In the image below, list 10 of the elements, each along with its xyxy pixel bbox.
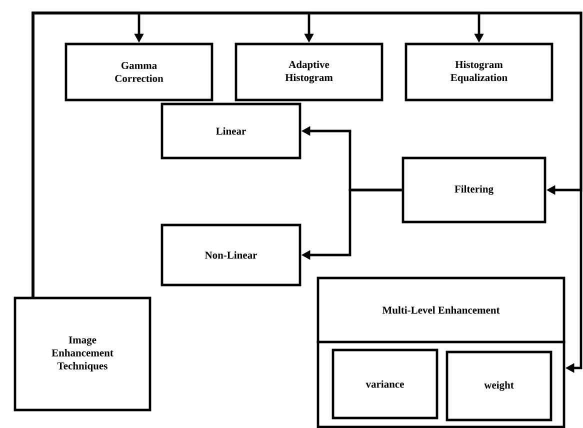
process-box: Gamma Correction: [64, 42, 214, 102]
arrow: [32, 12, 582, 373]
process-box: Image Enhancement Techniques: [14, 296, 152, 412]
process-box: weight: [446, 350, 552, 422]
process-box: Adaptive Histogram: [234, 42, 384, 102]
process-box: Histogram Equalization: [404, 42, 554, 102]
process-box: variance: [332, 348, 438, 420]
process-box: Filtering: [402, 156, 546, 224]
process-box: Linear: [160, 102, 302, 160]
process-box: Non-Linear: [160, 224, 302, 286]
